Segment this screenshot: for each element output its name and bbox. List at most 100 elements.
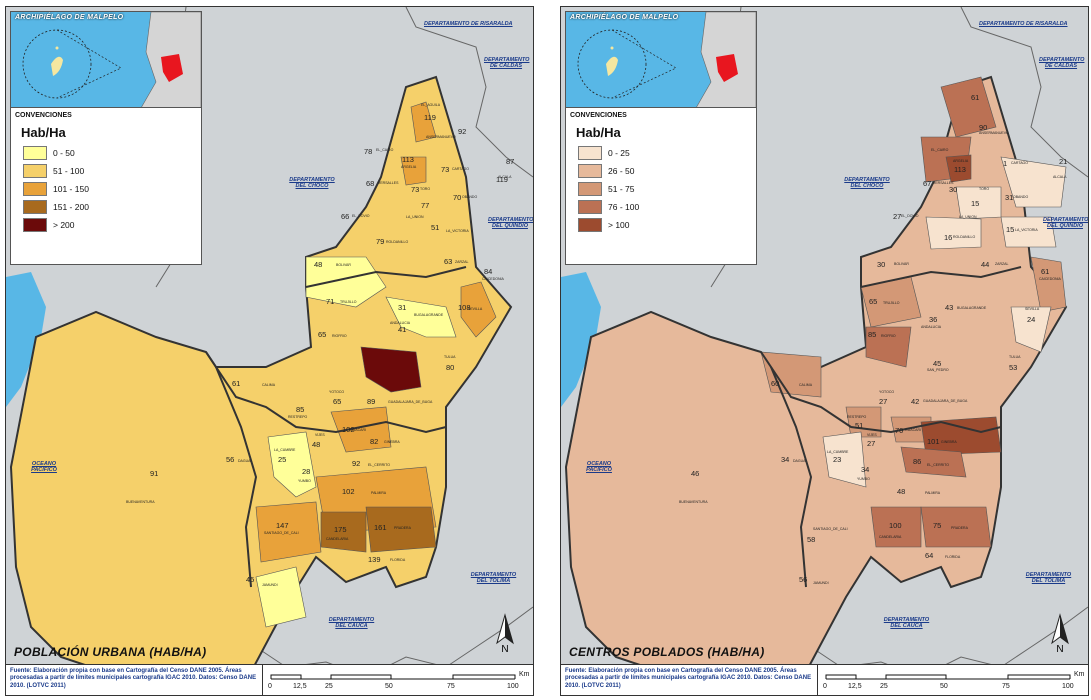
dept-label-tolima: DEPARTAMENTO DEL TOLIMA: [1025, 572, 1072, 584]
scale-tick: 12,5: [293, 683, 307, 690]
legend-swatch: [23, 164, 47, 178]
muni-label: LA_CUMBRE: [827, 450, 849, 454]
legend-item: 76 - 100: [566, 198, 756, 216]
muni-label: VERSALLES: [378, 181, 399, 185]
region-boundary: [305, 266, 467, 288]
value-label: 175: [334, 525, 347, 534]
muni-label: GUADALAJARA_DE_BUGA: [923, 399, 968, 403]
muni-label: BUENAVENTURA: [126, 500, 155, 504]
value-label: 34: [861, 465, 870, 474]
value-label: 44: [981, 260, 990, 269]
muni-label: ROLDANILLO: [386, 240, 409, 244]
value-label: 15: [1006, 225, 1015, 234]
legend-item: 0 - 50: [11, 144, 201, 162]
muni-label: CAICEDONIA: [482, 277, 504, 281]
scale-unit: Km: [519, 671, 530, 678]
muni-label: CANDELARIA: [326, 537, 349, 541]
muni-label: LA_UNION: [959, 215, 977, 219]
muni-label: TULUA: [1009, 355, 1021, 359]
legend-label: 76 - 100: [608, 202, 640, 212]
muni-label: CAICEDONIA: [1039, 277, 1061, 281]
muni-label: BUGALAGRANDE: [957, 306, 987, 310]
legend-label: 51 - 75: [608, 184, 635, 194]
muni-label: ZARZAL: [455, 260, 469, 264]
dept-boundary: [960, 7, 1088, 178]
muni-label: SANTIAGO_DE_CALI: [813, 527, 848, 531]
ocean-label: OCEANO PACIFICO: [31, 461, 57, 473]
muni-la-cumbre: [267, 431, 317, 498]
muni-label: EL_CAIRO: [931, 148, 949, 152]
value-label: 77: [421, 201, 430, 210]
value-label: 41: [398, 325, 407, 334]
value-label: 27: [879, 397, 888, 406]
value-label: 63: [444, 257, 453, 266]
muni-label: TORO: [420, 187, 431, 191]
legend-item: 51 - 75: [566, 180, 756, 198]
location-inset: ARCHIPIÉLAGO DE MALPELO: [10, 11, 202, 109]
muni-label: CALIMA: [799, 383, 813, 387]
scale-tick: 75: [1002, 683, 1010, 690]
value-label: 92: [352, 459, 361, 468]
legend-item: 26 - 50: [566, 162, 756, 180]
muni-candelaria: [320, 511, 367, 553]
value-label: 85: [868, 330, 877, 339]
value-label: 16: [944, 233, 953, 242]
muni-santiago-de-cali: [255, 501, 322, 563]
scale-tick: 12,5: [848, 683, 862, 690]
source-note: Fuente: Elaboración propia con base en C…: [10, 668, 257, 689]
region-boundary: [860, 266, 1022, 288]
north-arrow: N: [1048, 613, 1072, 655]
muni-label: PRADERA: [951, 526, 968, 530]
muni-label: JAMUNDI: [813, 581, 829, 585]
map-footer: Fuente: Elaboración propia con base en C…: [6, 664, 533, 695]
value-label: 31: [1005, 193, 1014, 202]
value-label: 108: [458, 303, 471, 312]
muni-label: TRUJILLO: [883, 301, 900, 305]
value-label: 102: [342, 425, 355, 434]
value-label: 43: [945, 303, 954, 312]
value-label: 27: [893, 212, 902, 221]
scale-tick: 75: [447, 683, 455, 690]
muni-label: GINEBRA: [384, 440, 400, 444]
scale-tick: 0: [823, 683, 827, 690]
muni-label: RESTREPO: [288, 415, 308, 419]
muni-label: FLORIDA: [945, 555, 961, 559]
value-label: 56: [799, 575, 808, 584]
legend-header: CONVENCIONES: [570, 112, 627, 119]
muni-label: BUGALAGRANDE: [414, 313, 444, 317]
dept-label-caldas: DEPARTAMENTO DE CALDAS: [484, 57, 530, 69]
value-label: 45: [933, 359, 942, 368]
muni-label: EL_DOVIO: [352, 214, 370, 218]
value-label: 73: [411, 185, 420, 194]
map-title: POBLACIÓN URBANA (HAB/HA): [14, 645, 207, 659]
legend-label: 26 - 50: [608, 166, 635, 176]
muni-el-aguila: [410, 101, 437, 143]
muni-label: BOLIVAR: [336, 263, 351, 267]
value-label: 48: [897, 487, 906, 496]
muni-candelaria: [870, 506, 922, 548]
value-label: 86: [913, 457, 922, 466]
legend-label: > 200: [53, 220, 75, 230]
muni-label: TORO: [979, 187, 990, 191]
value-label: 65: [869, 297, 878, 306]
muni-label: RIOFRIO: [332, 334, 347, 338]
muni-label: VIJES: [315, 433, 325, 437]
legend-label: > 100: [608, 220, 630, 230]
north-label: N: [501, 644, 508, 653]
muni-label: JAMUNDI: [262, 583, 278, 587]
value-label: 113: [402, 155, 414, 164]
value-label: 70: [895, 426, 904, 435]
legend-swatch: [578, 182, 602, 196]
muni-label: EL_CAIRO: [376, 148, 394, 152]
ocean-label: OCEANO PACIFICO: [586, 461, 612, 473]
value-label: 78: [364, 147, 373, 156]
muni-label: EL_CERRITO: [927, 463, 949, 467]
muni-label: DAGUA: [238, 459, 251, 463]
dept-label-quindio: DEPARTAMENTO DEL QUINDIO: [488, 217, 534, 229]
source-note: Fuente: Elaboración propia con base en C…: [565, 668, 812, 689]
muni-argelia: [400, 156, 427, 186]
inset-title: ARCHIPIÉLAGO DE MALPELO: [15, 14, 124, 21]
muni-ansermanuevo: [940, 76, 997, 138]
muni-la-cumbre: [822, 431, 867, 488]
legend-header: CONVENCIONES: [15, 112, 72, 119]
